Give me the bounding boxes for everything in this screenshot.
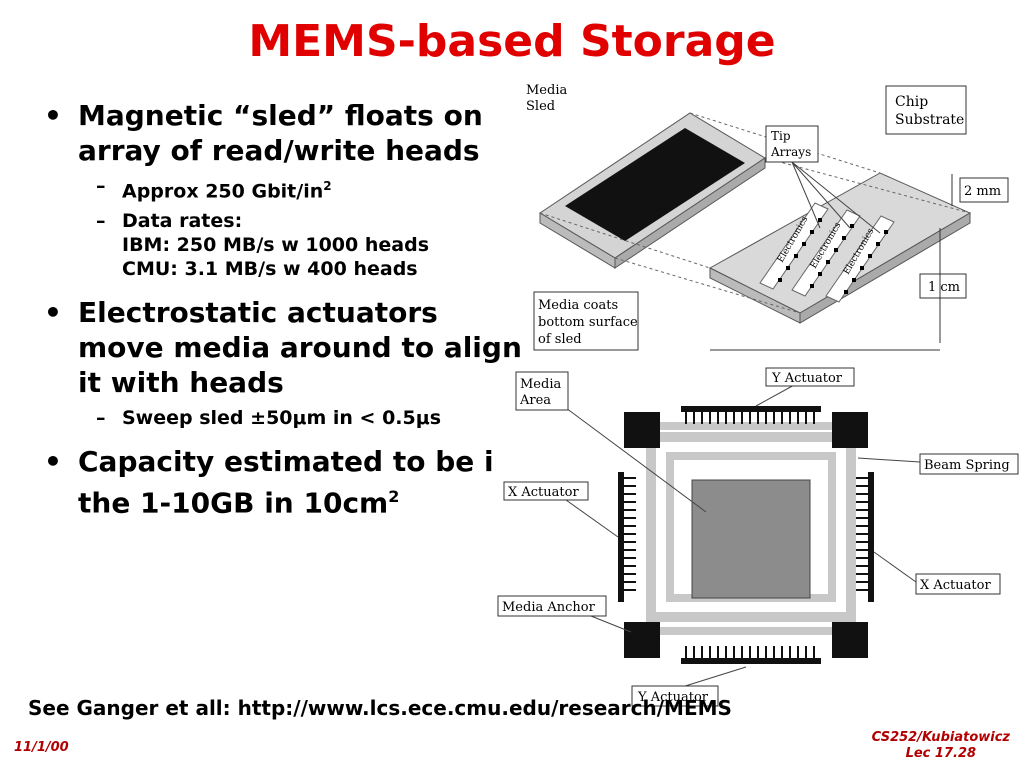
data-rates-line1: Data rates: [122,210,243,233]
label-media-anchor: Media Anchor [502,600,596,615]
figure-actuator-diagram: Media Area Y Actuator Beam Spring X Actu… [496,362,1022,708]
electronics-strip [791,209,861,297]
media-sled-side [539,212,616,269]
data-rates-line2: IBM: 250 MB/s w 1000 heads [122,234,430,257]
label-media-area-line1: Media [520,377,561,392]
label-chip: Chip [895,94,928,110]
bullet-sled: • Magnetic “sled” floats on array of rea… [44,98,524,168]
label-y-actuator-bottom: Y Actuator [637,690,709,705]
y-actuator-top [681,406,821,424]
dash-icon: – [96,210,106,233]
projection-lines [539,112,971,314]
sub-bullet-data-rates: – Data rates: IBM: 250 MB/s w 1000 heads… [44,209,524,281]
sub-bullet-sweep-text: Sweep sled ±50μm in < 0.5μs [122,407,442,430]
slide-title: MEMS-based Storage [248,16,776,67]
bullet-list: • Magnetic “sled” floats on array of rea… [44,98,524,527]
label-media-coats-line1: Media coats [538,298,618,313]
bullet-actuators-text: Electrostatic actuators move media aroun… [78,296,522,400]
media-area-label-box [515,371,569,411]
pointer-line [791,161,851,229]
bullet-dot-icon: • [44,445,62,479]
lecture-number: Lec 17.28 [905,746,977,761]
y-actuator-bottom [681,646,821,664]
label-x-actuator-left: X Actuator [508,485,579,500]
bullet-dot-icon: • [44,296,62,330]
label-y-actuator-top: Y Actuator [771,371,843,386]
x-actuator-left-label-box [503,481,589,501]
pointer-line [791,161,881,234]
superscript: 2 [323,179,332,193]
bullet-dot-icon: • [44,99,62,132]
x-actuator-left [618,472,636,602]
media-coats-label-box [533,291,639,351]
figure-sled-diagram: Electronics Electronics Electronics Medi… [520,78,1012,356]
dash-icon: – [96,407,106,430]
tip-array-dots [778,218,888,294]
media-area [691,479,811,599]
actuator-diagram-svg: Media Area Y Actuator Beam Spring X Actu… [497,367,1019,707]
tip-arrays-label-box [765,125,819,163]
label-x-actuator-right: X Actuator [920,578,991,593]
data-rates-line3: CMU: 3.1 MB/s w 400 heads [122,258,418,281]
label-2mm: 2 mm [964,184,1001,199]
y-actuator-bottom-label-box [631,685,719,707]
course-name: CS252/Kubiatowicz [871,730,1010,745]
sled-diagram-svg: Electronics Electronics Electronics Medi… [526,83,1009,351]
label-substrate: Substrate [895,112,964,128]
label-media-coats-line2: bottom surface [538,315,638,330]
label-beam-spring: Beam Spring [924,458,1010,473]
bullet-actuators: • Electrostatic actuators move media aro… [44,295,524,400]
bullet-sled-text: Magnetic “sled” floats on array of read/… [78,99,483,167]
1cm-label-box [919,273,967,299]
beam-spring-label-box [919,453,1019,475]
sub-bullet-density: – Approx 250 Gbit/in2 [44,174,524,203]
sub-bullet-sweep: – Sweep sled ±50μm in < 0.5μs [44,406,524,430]
label-media-area-line2: Area [519,393,551,408]
sub-bullet-density-text: Approx 250 Gbit/in [122,180,324,203]
2mm-label-box [959,177,1009,203]
x-actuator-right-label-box [915,573,1001,595]
superscript: 2 [388,487,400,507]
bullet-capacity: • Capacity estimated to be in the 1-10GB… [44,444,524,520]
label-1cm: 1 cm [928,280,960,295]
reference-link[interactable]: See Ganger et all: http://www.lcs.ece.cm… [28,696,732,720]
label-media-coats-line3: of sled [538,332,582,347]
label-sled: Sled [526,99,555,114]
pointer-line [791,161,821,229]
course-info: CS252/Kubiatowicz Lec 17.28 [872,730,1010,762]
label-tip: Tip [771,129,791,143]
media-anchors [624,412,868,658]
bullet-capacity-text: Capacity estimated to be in the 1-10GB i… [78,445,514,520]
dash-icon: – [96,175,106,197]
media-anchor-label-box [497,595,607,617]
media-sled-magnetic [565,128,745,241]
x-actuator-right [856,472,874,602]
y-actuator-top-label-box [765,367,855,387]
electronics-strip [759,202,829,290]
label-arrays: Arrays [770,145,811,159]
label-media: Media [526,83,567,98]
chip-substrate-label-box [885,85,967,135]
slide-date: 11/1/00 [14,740,69,755]
electronics-strip [825,215,895,303]
